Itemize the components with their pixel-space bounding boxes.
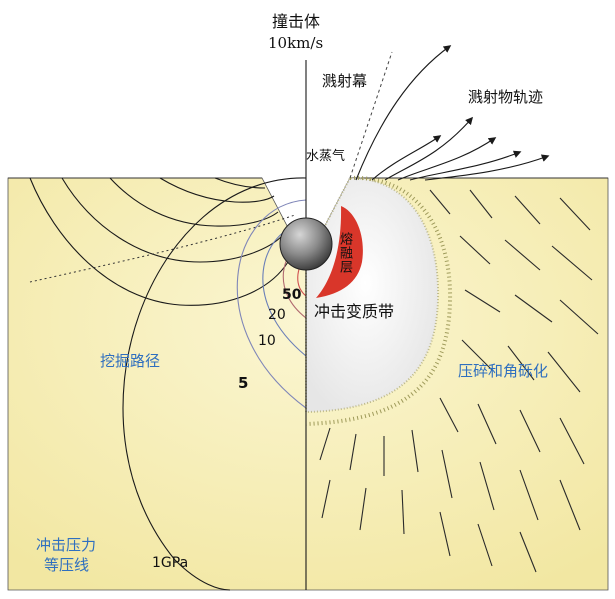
ejecta-trajectories [355,45,550,181]
ejecta-trajectory-label: 溅射物轨迹 [468,88,544,106]
transient-crater-dotted-line [29,214,296,283]
ejecta-curtain-label: 溅射幕 [322,72,368,90]
isobar-50-label: 50 [282,287,302,303]
melt-layer-label: 熔融层 [337,232,352,274]
excavation-path-label: 挖掘路径 [100,352,161,370]
melt-layer [316,206,363,298]
shock-metamorphic-zone [305,176,440,414]
excavation-flow-lines [29,177,289,306]
shock-zone-label: 冲击变质带 [314,302,395,321]
impact-speed-label: 10km/s [268,34,324,52]
breccia-label: 压碎和角砾化 [458,362,549,380]
isobar-20-label: 20 [268,307,286,323]
ejecta-curtain-line [349,51,393,179]
impactor-label: 撞击体 [272,12,321,31]
isobar-10-label: 10 [258,333,276,349]
impactor-sphere [279,217,333,271]
isobar-1gpa-label: 1GPa [152,555,189,571]
fracture-lines [319,189,599,573]
water-vapor-label: 水蒸气 [306,149,346,164]
isobar-5-label: 5 [238,374,249,392]
isobar-title-line2: 等压线 [44,556,90,574]
isobar-title-line1: 冲击压力 [36,536,97,554]
